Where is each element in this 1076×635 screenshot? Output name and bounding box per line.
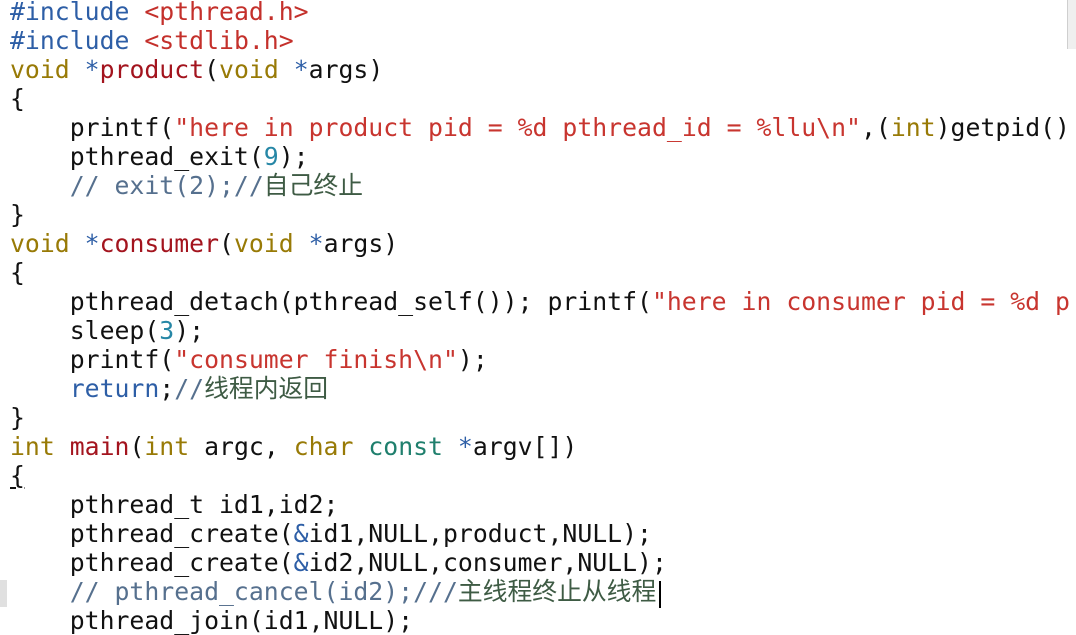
string-literal-token: "here in consumer pid = %d p: [651, 287, 1070, 316]
code-token: (: [204, 55, 220, 84]
type-keyword-token: void: [233, 229, 309, 258]
code-line-13[interactable]: printf("consumer finish\n");: [0, 345, 1076, 377]
comment-cjk-token: 自己终止: [263, 171, 363, 200]
operator-token: &: [293, 548, 309, 577]
directive-token: #include: [10, 0, 145, 26]
line-marker: [0, 580, 7, 607]
function-name-token: consumer: [99, 229, 220, 258]
code-token: printf(: [10, 345, 175, 374]
comment-token: //: [174, 374, 205, 403]
code-token: (: [129, 432, 145, 461]
type-keyword-token: void: [219, 55, 294, 84]
comment-token: // exit(2);//: [10, 171, 264, 200]
code-line-20[interactable]: pthread_create(&id2,NULL,consumer,NULL);: [0, 548, 1076, 580]
code-token: args): [308, 55, 384, 84]
string-literal-token: "consumer finish\n": [174, 345, 458, 374]
type-keyword-token: void: [10, 55, 85, 84]
code-line-16[interactable]: int main(int argc, char const *argv[]): [0, 432, 1076, 464]
code-token: argc,: [189, 432, 294, 461]
comment-cjk-token: 主线程终止从线程: [457, 577, 657, 606]
code-token: printf(: [10, 113, 175, 142]
number-literal-token: 9: [263, 142, 279, 171]
code-token: );: [457, 345, 488, 374]
code-line-22[interactable]: pthread_join(id1,NULL);: [10, 606, 414, 635]
code-token: );: [174, 316, 205, 345]
code-line-15[interactable]: }: [10, 403, 25, 432]
code-line-3[interactable]: void *product(void *args): [0, 55, 1076, 87]
directive-token: #include: [10, 26, 145, 55]
header-name-token: <stdlib.h>: [144, 26, 294, 55]
comment-cjk-token: 线程内返回: [204, 374, 329, 403]
keyword-token: return: [10, 374, 160, 403]
string-literal-token: "here in product pid = %d pthread_id = %…: [174, 113, 861, 142]
code-line-12[interactable]: sleep(3);: [0, 316, 1076, 348]
code-token: ;: [159, 374, 175, 403]
code-line-11[interactable]: pthread_detach(pthread_self()); printf("…: [0, 287, 1076, 319]
code-token: ,(: [860, 113, 891, 142]
operator-token: *: [293, 55, 309, 84]
code-line-4[interactable]: {: [10, 84, 25, 113]
function-name-token: product: [99, 55, 205, 84]
number-literal-token: 3: [159, 316, 175, 345]
code-token: )getpid(): [935, 113, 1070, 142]
code-line-7[interactable]: // exit(2);//自己终止: [0, 171, 1076, 203]
operator-token: *: [308, 229, 324, 258]
code-line-9[interactable]: void *consumer(void *args): [0, 229, 1076, 261]
code-line-17[interactable]: {: [10, 461, 25, 490]
code-token: );: [278, 142, 309, 171]
code-token: id2,NULL,consumer,NULL);: [308, 548, 667, 577]
operator-token: *: [84, 229, 100, 258]
code-line-18[interactable]: pthread_t id1,id2;: [10, 490, 339, 519]
header-name-token: <pthread.h>: [144, 0, 309, 26]
code-line-21[interactable]: // pthread_cancel(id2);///主线程终止从线程: [0, 577, 1076, 609]
code-line-10[interactable]: {: [10, 258, 25, 287]
code-token: pthread_create(: [10, 519, 294, 548]
code-line-1[interactable]: #include <pthread.h>: [0, 0, 1076, 29]
code-line-19[interactable]: pthread_create(&id1,NULL,product,NULL);: [0, 519, 1076, 551]
qualifier-token: const: [368, 432, 458, 461]
operator-token: *: [84, 55, 100, 84]
code-token: args): [323, 229, 399, 258]
operator-token: *: [457, 432, 473, 461]
code-token: (: [219, 229, 234, 258]
code-line-6[interactable]: pthread_exit(9);: [0, 142, 1076, 174]
comment-token: // pthread_cancel(id2);///: [10, 577, 458, 606]
code-line-14[interactable]: return;//线程内返回: [0, 374, 1076, 406]
code-token: id1,NULL,product,NULL);: [308, 519, 652, 548]
code-token: sleep(: [10, 316, 160, 345]
type-keyword-token: int: [10, 432, 70, 461]
code-line-2[interactable]: #include <stdlib.h>: [0, 26, 1076, 58]
type-keyword-token: char: [293, 432, 369, 461]
code-line-5[interactable]: printf("here in product pid = %d pthread…: [0, 113, 1076, 145]
code-token: pthread_detach(pthread_self()); printf(: [10, 287, 652, 316]
type-keyword-token: int: [890, 113, 936, 142]
operator-token: &: [293, 519, 309, 548]
type-keyword-token: void: [10, 229, 85, 258]
text-cursor: [659, 581, 661, 608]
code-token: argv[]): [472, 432, 578, 461]
type-keyword-token: int: [144, 432, 190, 461]
code-token: pthread_create(: [10, 548, 294, 577]
vertical-scrollbar-thumb[interactable]: [1067, 0, 1076, 49]
code-token: pthread_exit(: [10, 142, 264, 171]
function-name-token: main: [69, 432, 130, 461]
code-line-8[interactable]: }: [10, 200, 25, 229]
